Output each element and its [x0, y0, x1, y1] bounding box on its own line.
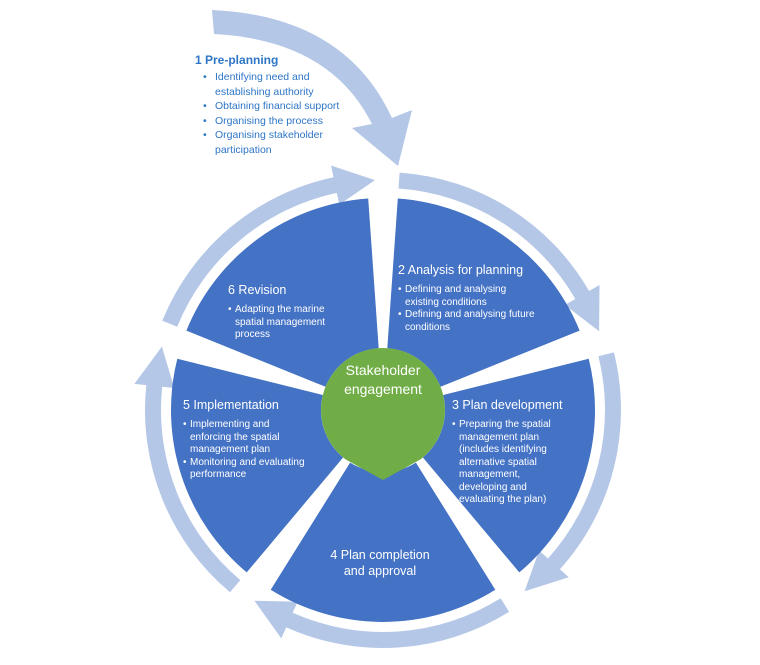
cycle-arrow: [254, 598, 510, 648]
segment-item: Adapting the marine spatial management p…: [228, 304, 348, 342]
segment-title: 6 Revision: [228, 283, 287, 297]
pre-planning-list: Identifying need and establishing author…: [203, 70, 363, 157]
segment-item: Defining and analysing existing conditio…: [398, 284, 538, 309]
cycle-arrow: [134, 346, 241, 593]
segment-list: Adapting the marine spatial management p…: [228, 304, 348, 342]
pre-planning-item: Organising stakeholder participation: [203, 128, 363, 157]
pre-planning-title: 1 Pre-planning: [195, 53, 279, 67]
segment-item: Defining and analysing future conditions: [398, 309, 538, 334]
segment-title: 3 Plan development: [452, 398, 563, 412]
segment-item: Preparing the spatial management plan (i…: [452, 419, 570, 507]
segment-implementation: 5 Implementation Implementing and enforc…: [183, 397, 313, 482]
pre-planning-item: Identifying need and establishing author…: [203, 70, 363, 99]
segment-plan-completion-shape: [270, 462, 496, 622]
pre-planning-item: Obtaining financial support: [203, 99, 363, 114]
segment-plan-development: 3 Plan development Preparing the spatial…: [452, 397, 570, 507]
pre-planning-item: Organising the process: [203, 114, 363, 129]
cycle-arrow: [398, 172, 600, 332]
segment-list: Preparing the spatial management plan (i…: [452, 419, 570, 507]
segment-title: 5 Implementation: [183, 398, 279, 412]
segment-list: Implementing and enforcing the spatial m…: [183, 419, 313, 482]
segment-list: Defining and analysing existing conditio…: [398, 284, 538, 334]
segment-item: Monitoring and evaluating performance: [183, 457, 313, 482]
cycle-arrow: [524, 352, 621, 592]
stakeholder-engagement-shape: [320, 347, 445, 480]
segment-title: 2 Analysis for planning: [398, 263, 524, 277]
segment-title: 4 Plan completion and approval: [330, 548, 430, 578]
segment-item: Implementing and enforcing the spatial m…: [183, 419, 313, 457]
cycle-arrow: [162, 165, 375, 327]
segment-revision: 6 Revision Adapting the marine spatial m…: [228, 282, 348, 342]
segment-analysis: 2 Analysis for planning Defining and ana…: [398, 262, 538, 334]
cycle-arrows: [134, 165, 621, 648]
stakeholder-engagement-label: Stakeholder engagement: [344, 362, 422, 397]
segment-plan-completion: 4 Plan completion and approval: [320, 547, 440, 585]
